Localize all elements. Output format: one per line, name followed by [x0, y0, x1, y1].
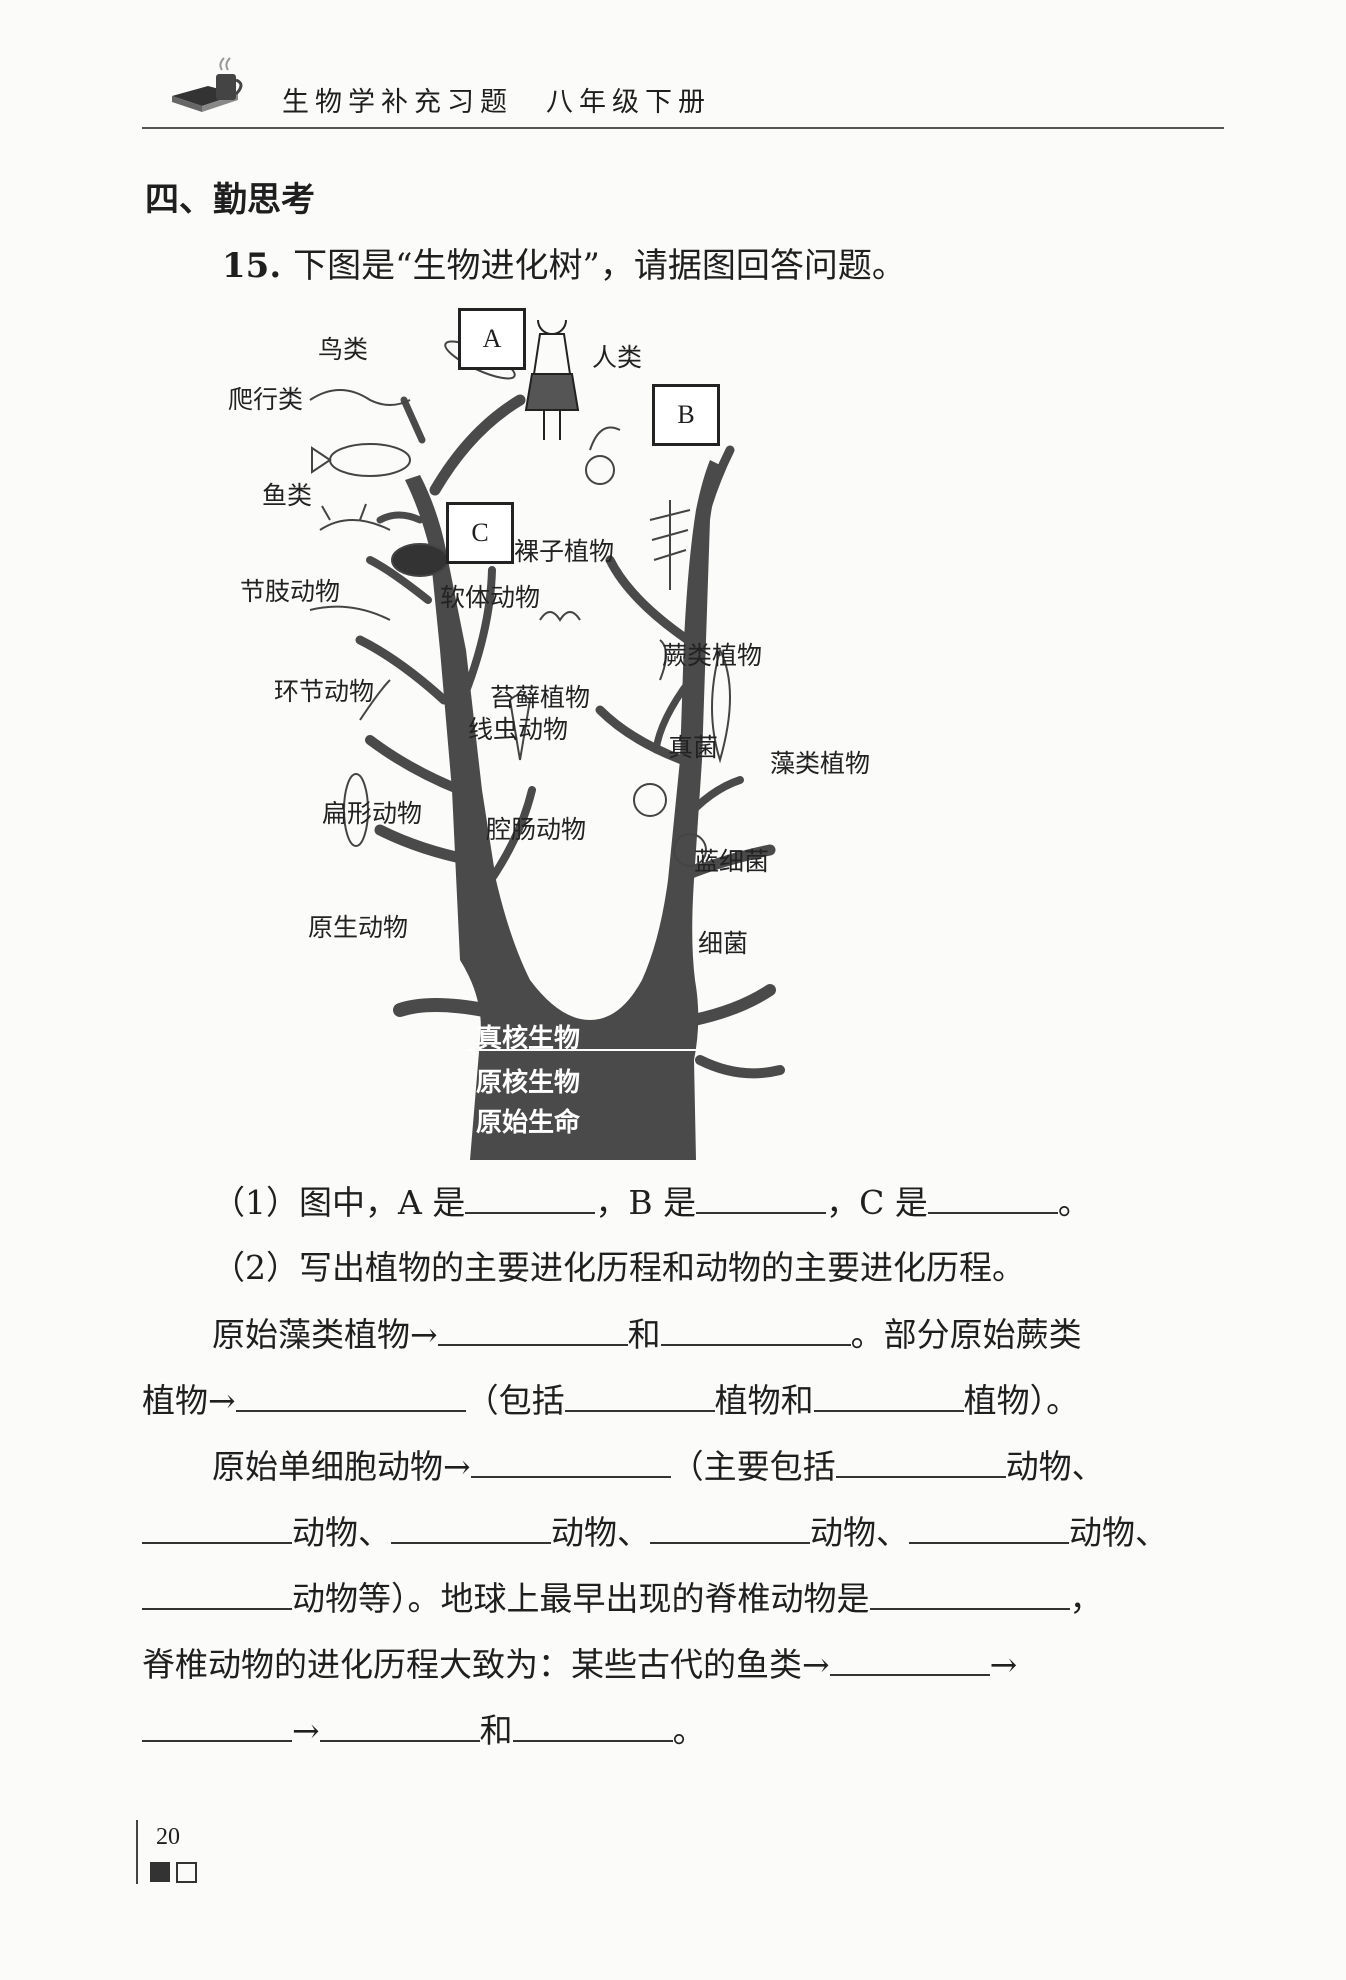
blank-6d[interactable] [909, 1512, 1069, 1544]
footer-bar [136, 1820, 138, 1884]
line-q1: （1）图中，A 是，B 是，C 是。 [212, 1182, 1091, 1222]
label-birds: 鸟类 [318, 335, 369, 364]
blank-6a[interactable] [142, 1512, 292, 1544]
header-rule [142, 127, 1224, 129]
empty-square-icon [176, 1862, 197, 1883]
label-prokaryotes: 原核生物 [476, 1068, 581, 1098]
label-mollusks: 软体动物 [440, 583, 541, 612]
label-mosses: 苔藓植物 [490, 683, 591, 712]
book-cup-icon [172, 57, 243, 112]
label-algae: 藻类植物 [770, 749, 871, 778]
filled-square-icon [150, 1862, 170, 1882]
section-heading: 四、勤思考 [145, 180, 315, 220]
label-cyanobacteria: 蓝细菌 [694, 847, 770, 876]
blank-3b[interactable] [660, 1314, 851, 1346]
label-ferns: 蕨类植物 [662, 641, 763, 670]
question-stem: 15. 下图是“生物进化树”，请据图回答问题。 [222, 238, 906, 287]
blank-c[interactable] [927, 1182, 1058, 1214]
blank-9b[interactable] [319, 1710, 480, 1742]
blank-3a[interactable] [437, 1314, 628, 1346]
blank-4c[interactable] [813, 1380, 964, 1412]
label-cnidarians: 腔肠动物 [486, 815, 587, 844]
label-flatworms: 扁形动物 [322, 799, 423, 828]
question-number: 15. [222, 246, 282, 286]
line-7: 动物等）。地球上最早出现的脊椎动物是， [142, 1578, 1103, 1619]
label-arthropods: 节肢动物 [240, 577, 341, 606]
tree-trunk-branches [309, 320, 785, 1160]
label-reptiles: 爬行类 [228, 385, 304, 414]
evolution-tree-diagram: A B C 人类 鸟类 爬行类 鱼类 节肢动物 软体动物 环节动物 线虫动物 扁… [228, 308, 1090, 1180]
blank-9a[interactable] [142, 1710, 292, 1742]
page-number: 20 [156, 1824, 180, 1850]
blank-a[interactable] [465, 1182, 596, 1214]
header-title: 生物学补充习题 八年级下册 [282, 87, 711, 118]
label-bacteria: 细菌 [698, 929, 749, 958]
blank-7b[interactable] [869, 1578, 1070, 1610]
line-5: 原始单细胞动物→（主要包括动物、 [212, 1446, 1105, 1486]
blank-4a[interactable] [235, 1380, 466, 1412]
blank-4b[interactable] [564, 1380, 715, 1412]
question-text: 下图是“生物进化树”，请据图回答问题。 [293, 246, 906, 286]
label-fish: 鱼类 [262, 481, 313, 510]
human-figure [524, 320, 580, 440]
blank-8a[interactable] [829, 1644, 990, 1676]
box-b: B [652, 384, 720, 446]
blank-9c[interactable] [512, 1710, 673, 1742]
label-gymnosperms: 裸子植物 [514, 537, 615, 566]
blank-5b[interactable] [835, 1446, 1006, 1478]
blank-7a[interactable] [142, 1578, 292, 1610]
label-fungi: 真菌 [668, 733, 719, 762]
label-primitive-life: 原始生命 [476, 1108, 581, 1138]
blank-b[interactable] [696, 1182, 827, 1214]
line-8: 脊椎动物的进化历程大致为：某些古代的鱼类→→ [142, 1644, 1018, 1684]
line-9: →和。 [142, 1710, 706, 1751]
line-6: 动物、动物、动物、动物、 [142, 1512, 1168, 1553]
line-3: 原始藻类植物→和。部分原始蕨类 [212, 1314, 1082, 1354]
label-annelids: 环节动物 [274, 677, 375, 706]
line-q2: （2）写出植物的主要进化历程和动物的主要进化历程。 [212, 1248, 1025, 1287]
blank-6b[interactable] [391, 1512, 551, 1544]
line-4: 植物→（包括植物和植物）。 [142, 1380, 1080, 1420]
box-c: C [446, 502, 514, 564]
label-eukaryotes: 真核生物 [476, 1024, 581, 1054]
label-protozoa: 原生动物 [308, 913, 409, 942]
label-nematodes: 线虫动物 [468, 715, 569, 744]
blank-5a[interactable] [470, 1446, 671, 1478]
blank-6c[interactable] [650, 1512, 810, 1544]
label-human: 人类 [592, 343, 643, 372]
box-a: A [458, 308, 526, 370]
